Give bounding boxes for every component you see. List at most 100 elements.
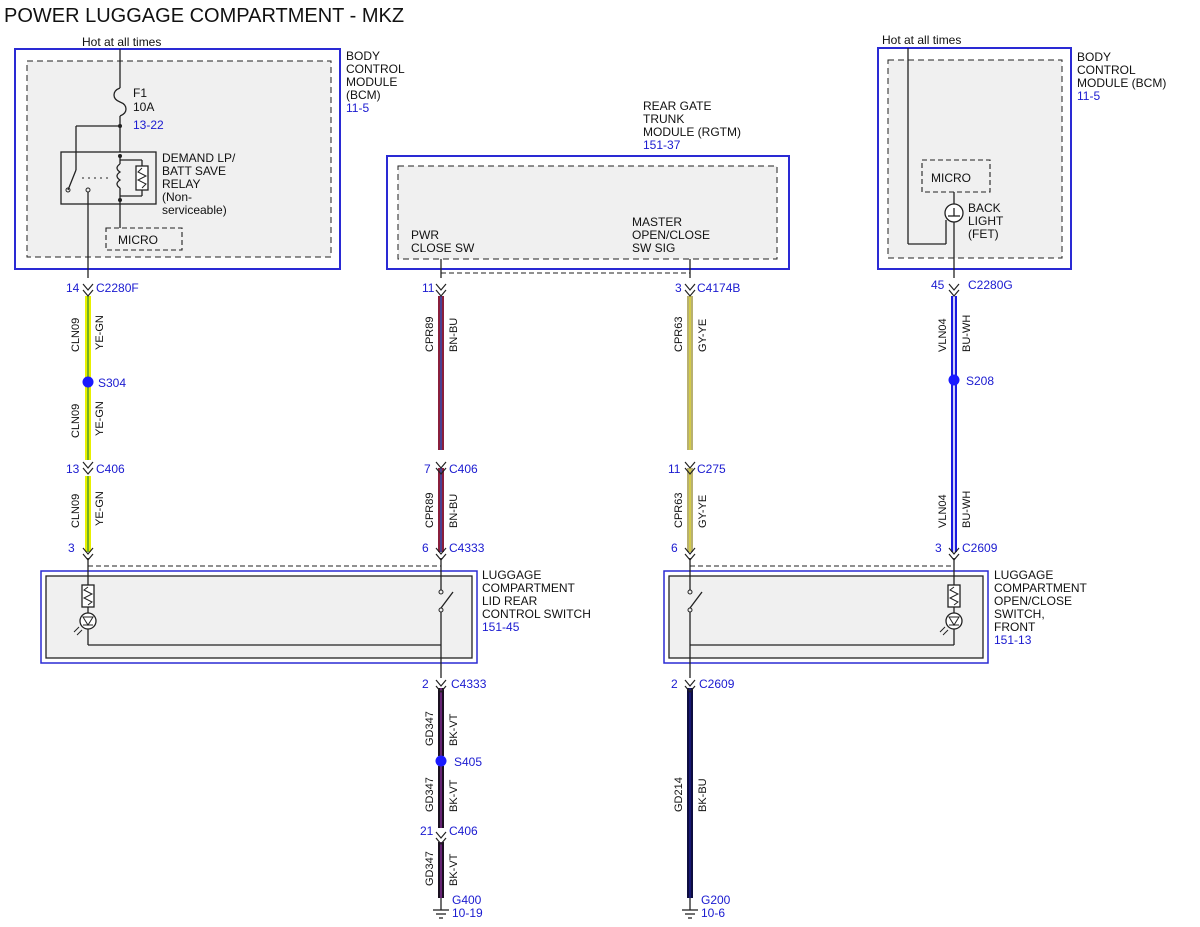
relay-box	[60, 151, 157, 205]
c406-a-pin: 13	[66, 462, 80, 476]
bcm-left-name-4: (BCM)	[346, 88, 381, 102]
c406-b-name: C406	[449, 462, 478, 476]
switch-right-ref: 151-13	[994, 633, 1032, 647]
rgtm-pin2-1: MASTER	[632, 215, 682, 229]
connector-mark-icon	[684, 283, 696, 297]
c406-b-pin: 7	[424, 462, 431, 476]
w2a-color: BN-BU	[448, 318, 460, 352]
bcm-left-name-2: CONTROL	[346, 62, 405, 76]
splice-s208	[948, 374, 960, 386]
bcm-right-name-2: CONTROL	[1077, 63, 1136, 77]
w1c-color: YE-GN	[94, 491, 106, 526]
w4a-color: GY-YE	[697, 319, 709, 352]
w1c-circuit: CLN09	[70, 494, 82, 528]
switch-right-lamp-icon	[945, 612, 963, 630]
switch-right-name-4: SWITCH,	[994, 607, 1045, 621]
g200-name: G200	[701, 893, 731, 907]
w1b-color: YE-GN	[94, 401, 106, 436]
rgtm-pin1-1: PWR	[411, 228, 439, 242]
switch-left-inner-box	[45, 575, 473, 659]
switch-left-ref: 151-45	[482, 620, 520, 634]
bcm-left-micro: MICRO	[118, 233, 158, 247]
bcm-left-inner-box	[26, 60, 332, 258]
c4174b-name: C4174B	[697, 281, 740, 295]
switch-left-lamp-icon	[79, 612, 97, 630]
bcm-right-micro-box	[921, 159, 991, 193]
c2609-top-pin: 3	[935, 541, 942, 555]
fuse-rating: 10A	[133, 100, 154, 114]
w2b-color: BN-BU	[448, 494, 460, 528]
connector-mark-icon	[684, 679, 696, 693]
connector-mark-icon	[435, 679, 447, 693]
connector-mark-icon	[82, 283, 94, 297]
c406-a-name: C406	[96, 462, 125, 476]
bcm-right-module: Hot at all times MICRO BACK LIGHT (FET) …	[877, 33, 1166, 278]
wire-labels: CLN09 YE-GN CLN09 YE-GN CLN09 YE-GN CPR8…	[70, 315, 973, 886]
w4b-circuit: CPR63	[673, 493, 685, 528]
switch-right-name-2: COMPARTMENT	[994, 581, 1088, 595]
c2609-top-name: C2609	[962, 541, 998, 555]
c4333-top-pin: 6	[422, 541, 429, 555]
rgtm-name-3: MODULE (RGTM)	[643, 125, 741, 139]
w6b-color: BU-WH	[961, 491, 973, 528]
c275-name: C275	[697, 462, 726, 476]
w3a-circuit: GD347	[424, 711, 436, 746]
w4a-circuit: CPR63	[673, 317, 685, 352]
connector-mark-icon	[435, 461, 447, 475]
rgtm-name-1: REAR GATE	[643, 99, 711, 113]
c4333-top-name: C4333	[449, 541, 485, 555]
fet-label-1: BACK	[968, 201, 1001, 215]
relay-label-5: serviceable)	[162, 203, 227, 217]
diagram-title: POWER LUGGAGE COMPARTMENT - MKZ	[4, 5, 404, 27]
ground-g200-icon	[682, 898, 698, 919]
w1a-color: YE-GN	[94, 315, 106, 350]
w6a-color: BU-WH	[961, 315, 973, 352]
switch-right-name-1: LUGGAGE	[994, 568, 1053, 582]
switch-left-name-4: CONTROL SWITCH	[482, 607, 591, 621]
c275-pin: 11	[668, 462, 681, 476]
switch-right-inner-box	[668, 575, 984, 659]
connector-mark-icon	[435, 831, 447, 845]
c4174b-pin11: 11	[422, 281, 435, 295]
rsw-pin6: 6	[671, 541, 678, 555]
w4b-color: GY-YE	[697, 495, 709, 528]
c2280f-pin: 14	[66, 281, 80, 295]
w5-circuit: GD214	[673, 777, 685, 812]
rgtm-pin2-3: SW SIG	[632, 241, 675, 255]
c2280f-name: C2280F	[96, 281, 139, 295]
w3c-circuit: GD347	[424, 851, 436, 886]
relay-label-4: (Non-	[162, 190, 192, 204]
w1b-circuit: CLN09	[70, 404, 82, 438]
w2b-circuit: CPR89	[424, 493, 436, 528]
switch-right-contact-icon	[689, 591, 703, 609]
relay-label-1: DEMAND LP/	[162, 151, 236, 165]
connector-mark-icon	[435, 283, 447, 297]
connector-mark-icon	[948, 283, 960, 297]
s405-name: S405	[454, 755, 482, 769]
s208-name: S208	[966, 374, 994, 388]
relay-label-2: BATT SAVE	[162, 164, 226, 178]
w3c-color: BK-VT	[448, 853, 460, 886]
c406-c-name: C406	[449, 824, 478, 838]
splice-s405	[435, 755, 447, 767]
rgtm-name-2: TRUNK	[643, 112, 684, 126]
bcm-left-name-3: MODULE	[346, 75, 397, 89]
g200-ref: 10-6	[701, 906, 725, 920]
fet-label-2: LIGHT	[968, 214, 1004, 228]
relay-contact-icon	[67, 169, 77, 191]
c4174b-pin: 3	[675, 281, 682, 295]
s304-name: S304	[98, 376, 126, 390]
switch-left-name-3: LID REAR	[482, 594, 538, 608]
w1a-circuit: CLN09	[70, 318, 82, 352]
bcm-right-name-1: BODY	[1077, 50, 1111, 64]
c4333-bot-name: C4333	[451, 677, 487, 691]
w3b-color: BK-VT	[448, 779, 460, 812]
c4333-bot-pin: 2	[422, 677, 429, 691]
w3a-color: BK-VT	[448, 713, 460, 746]
connector-labels: 14 C2280F S304 13 C406 3 11 7 C406 6 C43…	[66, 278, 1013, 920]
switch-right-name-5: FRONT	[994, 620, 1036, 634]
connector-mark-icon	[82, 461, 94, 475]
ground-g400-icon	[433, 898, 449, 919]
w2a-circuit: CPR89	[424, 317, 436, 352]
